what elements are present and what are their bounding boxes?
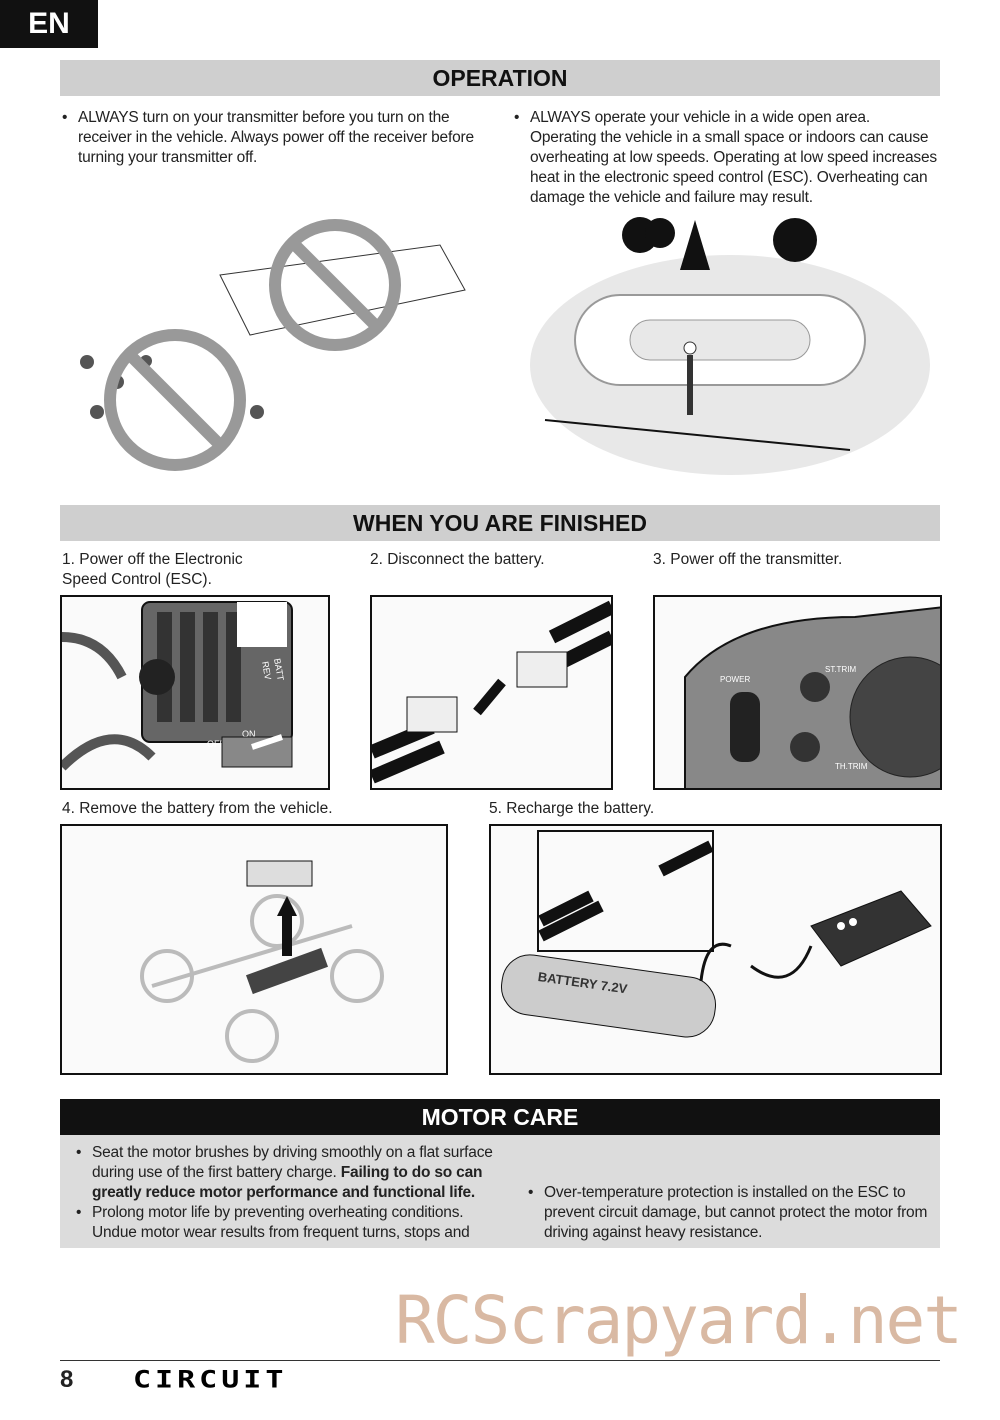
- step-4-label: 4. Remove the battery from the vehicle.: [62, 800, 333, 817]
- motor-care-body: Seat the motor brushes by driving smooth…: [60, 1135, 940, 1248]
- circuit-logo: CIRCUIT: [133, 1366, 288, 1394]
- batt-label: BATT: [272, 658, 286, 682]
- st-trim-label: ST.TRIM: [825, 665, 856, 674]
- bullet-warning: Failing to do so can greatly reduce moto…: [92, 1164, 483, 1201]
- finished-header: WHEN YOU ARE FINISHED: [60, 505, 940, 541]
- step-5-label: 5. Recharge the battery.: [489, 800, 655, 817]
- th-trim-label: TH.TRIM: [835, 762, 868, 771]
- recharge-battery-illustration: BATTERY 7.2V: [489, 824, 942, 1075]
- crowded-area-illustration: [80, 219, 466, 471]
- remove-battery-illustration: [60, 824, 448, 1075]
- motor-care-bullet-3: Over-temperature protection is installed…: [526, 1183, 931, 1243]
- esc-illustration: REV BATT OFF ON: [60, 595, 330, 790]
- step-3-label: 3. Power off the transmitter.: [653, 551, 843, 568]
- step-1-label: 1. Power off the Electronic Speed Contro…: [62, 551, 243, 588]
- rev-label: REV: [260, 661, 273, 681]
- operation-right-text: ALWAYS operate your vehicle in a wide op…: [512, 108, 937, 208]
- motor-care-bullet-1: Seat the motor brushes by driving smooth…: [74, 1143, 494, 1203]
- motor-care-header: MOTOR CARE: [60, 1099, 940, 1135]
- transmitter-illustration: POWER ST.TRIM TH.TRIM: [653, 595, 942, 790]
- off-label: OFF: [207, 739, 225, 749]
- open-area-illustration: [530, 217, 930, 475]
- prohibited-icon: [269, 219, 401, 351]
- on-label: ON: [242, 729, 256, 739]
- page-number: 8: [60, 1366, 74, 1393]
- watermark: RCScrapyard.net: [395, 1282, 963, 1359]
- step-2-label: 2. Disconnect the battery.: [370, 551, 545, 568]
- motor-care-bullet-2: Prolong motor life by preventing overhea…: [74, 1203, 494, 1243]
- bullet-text: Seat the motor brushes by driving smooth…: [92, 1144, 493, 1181]
- footer-rule: [60, 1360, 940, 1361]
- language-tab: EN: [0, 0, 98, 48]
- bullet: ALWAYS operate your vehicle in a wide op…: [512, 108, 937, 208]
- prohibited-icon: [104, 329, 246, 471]
- disconnect-battery-illustration: [370, 595, 613, 790]
- bullet: ALWAYS turn on your transmitter before y…: [60, 108, 480, 168]
- power-label: POWER: [720, 675, 750, 684]
- operation-header: OPERATION: [60, 60, 940, 96]
- operation-left-text: ALWAYS turn on your transmitter before y…: [60, 108, 480, 168]
